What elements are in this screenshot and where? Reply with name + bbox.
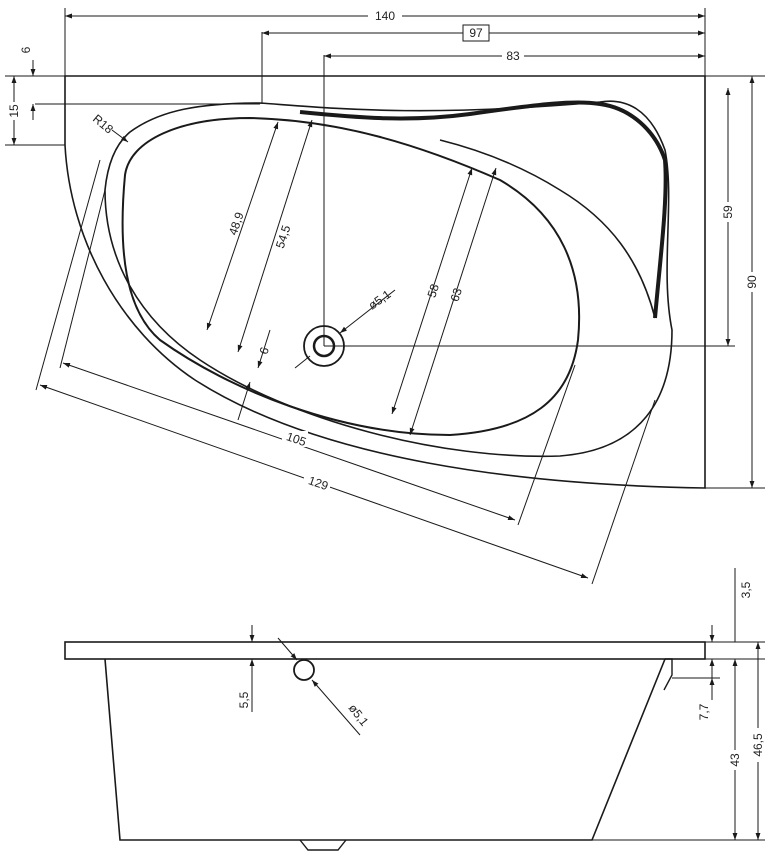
basin-wall xyxy=(121,116,581,437)
dim-overflow-offset: 5,5 xyxy=(237,691,251,708)
headrest-inner xyxy=(439,139,656,319)
side-view: 5,5 ø5,1 3,5 7,7 43 46,5 xyxy=(64,568,765,851)
tub-rim-side xyxy=(64,641,706,660)
dim-drain-diameter: ø5,1 xyxy=(366,287,394,312)
dim-inner-width: 97 xyxy=(469,26,483,40)
tub-rim xyxy=(104,100,673,458)
dim-rim-offset: 6 xyxy=(257,345,272,356)
dim-inner-width-minor: 48,9 xyxy=(226,210,247,237)
dim-ledge-top: 6 xyxy=(19,46,33,53)
overflow-hole xyxy=(293,659,315,681)
top-view: 140 97 83 6 15 R18 48,9 54,5 ø5,1 xyxy=(5,8,765,585)
tub-body-side xyxy=(104,658,666,841)
headrest-contour xyxy=(299,100,668,319)
dim-outer-width-minor: 54,5 xyxy=(273,223,294,250)
dim-rim-thickness: 3,5 xyxy=(739,581,753,598)
dim-drain-offset: 83 xyxy=(506,49,520,63)
dim-ledge-side: 15 xyxy=(7,104,21,118)
dim-right-height-total: 90 xyxy=(745,275,759,289)
dim-step-height: 7,7 xyxy=(697,703,711,720)
dim-inner-depth: 43 xyxy=(728,753,742,767)
dim-overflow-diameter: ø5,1 xyxy=(346,701,372,729)
dim-outer-length: 129 xyxy=(307,473,331,493)
dim-inner-width-major: 58 xyxy=(424,282,442,299)
dim-right-height-upper: 59 xyxy=(721,205,735,219)
dim-outer-width-major: 63 xyxy=(447,286,465,303)
dim-overall-width: 140 xyxy=(375,9,395,23)
dim-radius: R18 xyxy=(90,112,116,137)
dim-total-depth: 46,5 xyxy=(751,733,765,757)
